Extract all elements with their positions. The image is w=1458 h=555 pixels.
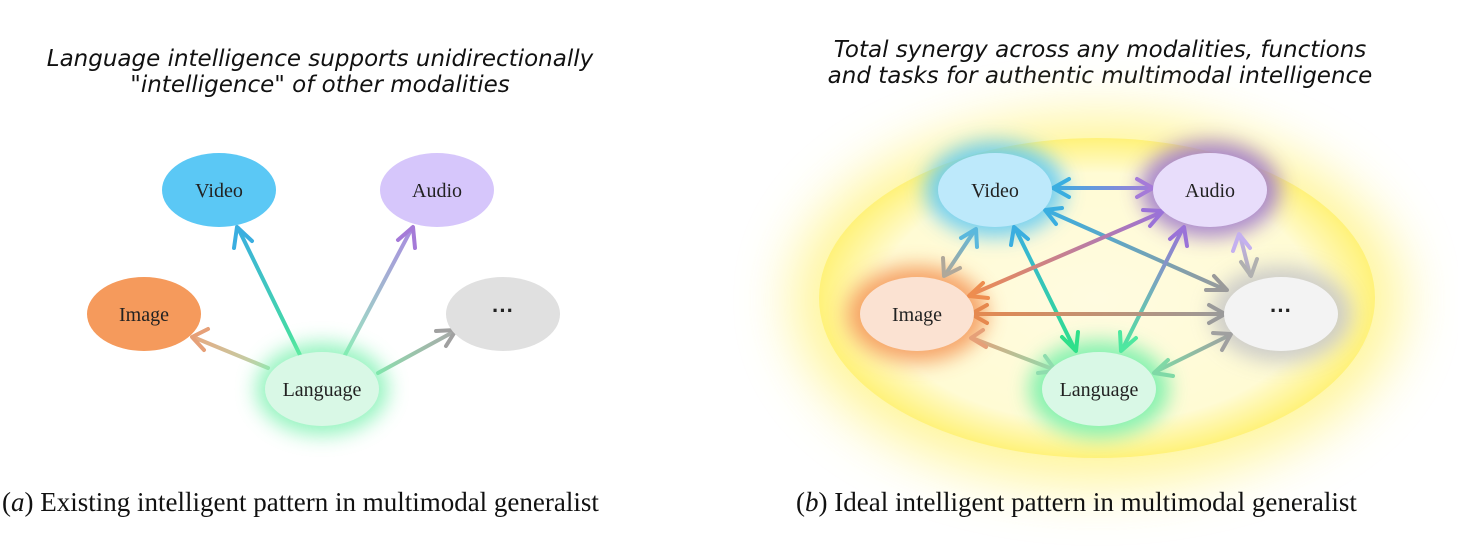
node-image-label: Image [119,304,169,326]
node-language-label: Language [283,379,362,401]
edge-video-image [941,227,979,278]
node-more-b: ··· [1224,277,1338,351]
edge-language-more [1152,331,1233,378]
node-audio: Audio [380,153,494,227]
edge-audio-more [1231,232,1259,278]
panel-a-caption-letter: a [11,487,25,517]
node-language: Language [256,343,388,435]
node-video-label: Video [195,180,243,202]
node-more-label: ··· [492,298,514,323]
edge-language-to-video [232,225,302,357]
edge-video-more [1043,206,1229,292]
panel-a-edges [190,225,458,375]
node-image-b: Image [860,277,974,351]
edge-language-to-more [376,328,458,375]
edge-audio-language [1118,225,1189,353]
node-language-b: Language [1042,352,1156,426]
panel-a-title: Language intelligence supports unidirect… [46,46,594,98]
panel-b-caption-letter: b [805,487,819,517]
edge-audio-image [967,208,1165,300]
node-audio-b-label: Audio [1185,180,1235,202]
node-audio-b: Audio [1153,153,1267,227]
panel-a-diagram: Video Audio Image ··· Language [87,153,560,435]
node-video: Video [162,153,276,227]
panel-b-caption-text: Ideal intelligent pattern in multimodal … [834,487,1357,517]
panel-b-diagram: Video Audio Image ··· Language [792,115,1402,485]
edge-video-audio [1051,177,1155,199]
node-video-b-label: Video [971,180,1019,202]
panel-b-edges [941,177,1259,378]
panel-b-title: Total synergy across any modalities, fun… [827,37,1373,89]
node-image-b-label: Image [892,304,942,326]
edge-language-to-image [190,327,270,370]
panel-a-caption: (a) Existing intelligent pattern in mult… [2,487,599,517]
panel-b-caption: (b) Ideal intelligent pattern in multimo… [796,487,1357,517]
edge-language-to-audio [343,225,417,357]
node-language-b-label: Language [1060,379,1139,401]
panel-a-caption-text: Existing intelligent pattern in multimod… [40,487,599,517]
node-audio-label: Audio [412,180,462,202]
node-more-b-label: ··· [1270,298,1292,323]
edge-video-language [1009,225,1080,353]
node-image: Image [87,277,201,351]
node-video-b: Video [938,153,1052,227]
node-more: ··· [446,277,560,351]
